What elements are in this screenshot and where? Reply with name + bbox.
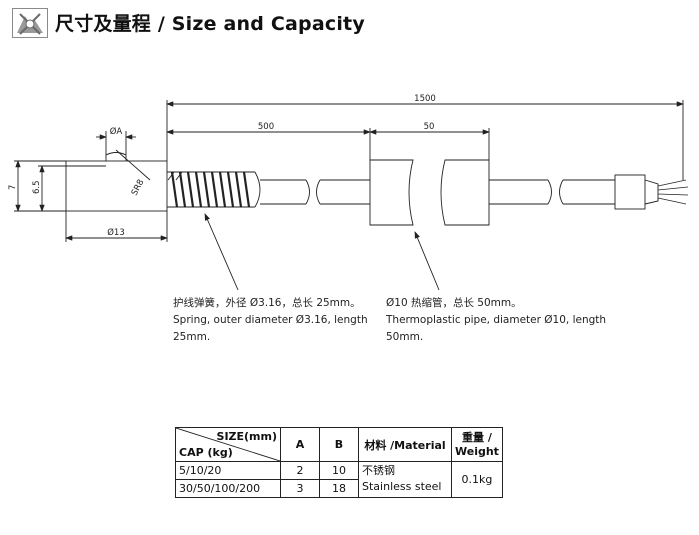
page-title: 尺寸及量程 / Size and Capacity [55, 13, 365, 35]
dim-spring-length: 500 [258, 122, 274, 132]
pipe-note: Ø10 热缩管，总长 50mm。 Thermoplastic pipe, dia… [386, 295, 606, 346]
spring-note-en-1: Spring, outer diameter Ø3.16, length [173, 314, 368, 326]
sensor-body [65, 160, 168, 212]
brand-logo [12, 8, 48, 38]
a-cell: 2 [280, 461, 320, 480]
table-header-row: SIZE(mm) CAP (kg) A B 材料 /Material 重量 / … [175, 427, 503, 462]
material-en: Stainless steel [362, 480, 442, 493]
col-header-b: B [319, 427, 359, 462]
b-cell: 18 [319, 479, 359, 498]
col-header-weight: 重量 / Weight [451, 427, 503, 462]
spring-note-en-2: 25mm. [173, 331, 211, 343]
table-row: 5/10/20 2 10 不锈钢 Stainless steel 0.1kg [175, 461, 503, 498]
pipe-note-cn: Ø10 热缩管，总长 50mm。 [386, 297, 522, 309]
cap-cell: 5/10/20 [175, 461, 281, 480]
dim-diameter-a: ØA [110, 126, 123, 137]
capacity-table: SIZE(mm) CAP (kg) A B 材料 /Material 重量 / … [175, 427, 503, 498]
dimension-drawing: 1500 500 50 ØA SR8 7 6.5 Ø13 [8, 94, 689, 291]
weight-cell: 0.1kg [451, 461, 503, 498]
dim-height-7: 7 [8, 185, 18, 190]
dim-height-6-5: 6.5 [32, 180, 42, 194]
table-row: 30/50/100/200 3 18 [175, 479, 503, 498]
corner-cap-label: CAP (kg) [179, 446, 233, 459]
a-cell: 3 [280, 479, 320, 498]
col-header-weight-line1: 重量 / [462, 430, 492, 444]
cap-cell: 30/50/100/200 [175, 479, 281, 498]
dim-total-length: 1500 [414, 94, 436, 104]
spring-note: 护线弹簧，外径 Ø3.16，总长 25mm。 Spring, outer dia… [173, 295, 368, 346]
col-header-weight-line2: Weight [455, 444, 499, 458]
col-header-material: 材料 /Material [358, 427, 452, 462]
material-cell: 不锈钢 Stainless steel [358, 461, 452, 498]
dim-diameter-13: Ø13 [107, 227, 125, 238]
heat-shrink-sleeve [369, 159, 414, 226]
col-header-a: A [280, 427, 320, 462]
pipe-note-en-2: 50mm. [386, 331, 424, 343]
dim-sleeve-length: 50 [424, 122, 435, 132]
material-cn: 不锈钢 [362, 464, 395, 477]
spring-note-cn: 护线弹簧，外径 Ø3.16，总长 25mm。 [173, 297, 361, 309]
pipe-note-en-1: Thermoplastic pipe, diameter Ø10, length [386, 314, 607, 326]
b-cell: 10 [319, 461, 359, 480]
table-corner-cell: SIZE(mm) CAP (kg) [175, 427, 281, 462]
corner-size-label: SIZE(mm) [216, 430, 277, 443]
